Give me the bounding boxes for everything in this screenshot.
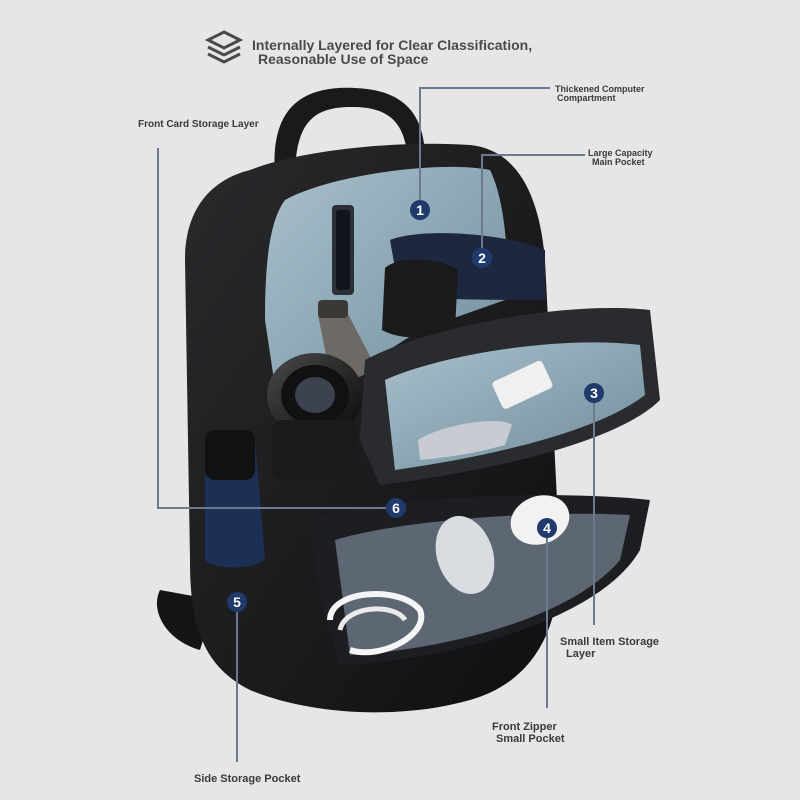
marker-2: 2: [472, 248, 492, 268]
mouse: [435, 515, 495, 595]
callout-small-item-storage-layer: Small Item Storage Layer: [560, 636, 660, 660]
callout-lines: [157, 87, 595, 762]
svg-text:2: 2: [478, 250, 486, 266]
marker-5: 5: [227, 592, 247, 612]
svg-text:6: 6: [392, 500, 400, 516]
wallet: [382, 259, 458, 338]
header-line-2: Reasonable Use of Space: [258, 51, 429, 67]
svg-text:3: 3: [590, 385, 598, 401]
usb-drive: [492, 360, 553, 409]
svg-text:4: 4: [543, 520, 551, 536]
layers-icon: [204, 30, 244, 64]
callout-large-capacity-main-pocket: Large Capacity Main Pocket: [588, 148, 653, 168]
marker-1: 1: [410, 200, 430, 220]
svg-text:1: 1: [416, 202, 424, 218]
callout-front-card-storage-layer: Front Card Storage Layer: [138, 119, 259, 130]
marker-6: 6: [386, 498, 406, 518]
svg-text:5: 5: [233, 594, 241, 610]
callout-side-storage-pocket: Side Storage Pocket: [194, 773, 301, 785]
marker-3: 3: [584, 383, 604, 403]
bag-handle: [274, 87, 425, 178]
callout-front-zipper-small-pocket: Front Zipper Small Pocket: [492, 721, 565, 745]
callout-thickened-computer-compartment: Thickened Computer Compartment: [555, 84, 645, 104]
header-line-1: Internally Layered for Clear Classificat…: [252, 37, 533, 53]
marker-4: 4: [537, 518, 557, 538]
cable-coil: [327, 591, 425, 656]
metal-item: [418, 420, 512, 460]
marker-badges: 1 2 3 4 5 6: [227, 200, 604, 612]
